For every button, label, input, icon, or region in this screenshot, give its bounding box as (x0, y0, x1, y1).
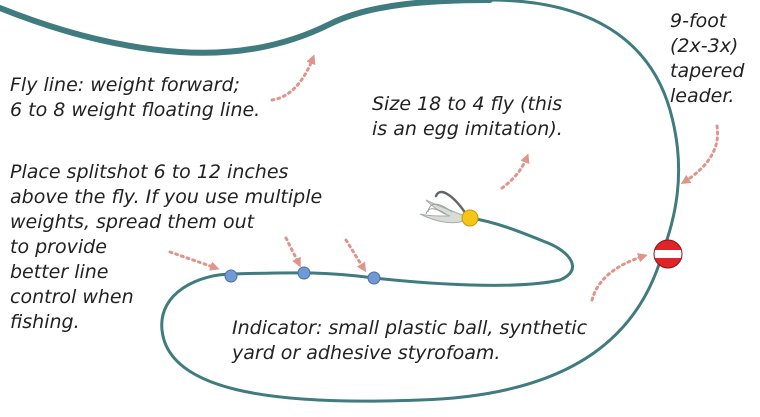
indicator-label-line: yard or adhesive styrofoam. (232, 342, 501, 364)
leader-line (160, 0, 681, 403)
splitshot-2 (297, 266, 311, 280)
indicator-label: Indicator: small plastic ball, synthetic… (232, 316, 587, 366)
arrow-to-splitshot-2 (284, 236, 301, 268)
egg-fly (419, 190, 479, 227)
splitshot-label: Place splitshot 6 to 12 inches above the… (10, 160, 322, 335)
splitshot-3 (367, 271, 381, 285)
arrow-to-fly (500, 153, 530, 190)
fly-line-label-line: 6 to 8 weight floating line. (10, 99, 261, 121)
fly-line-label-line: Fly line: weight forward; (10, 74, 240, 96)
strike-indicator (653, 239, 683, 269)
leader-label-line: leader. (670, 85, 735, 107)
splitshot-label-line: weights, spread them out (10, 211, 255, 233)
fly-label: Size 18 to 4 fly (this is an egg imitati… (372, 92, 563, 142)
indicator-label-line: Indicator: small plastic ball, synthetic (232, 317, 588, 339)
arrow-to-fly-line (270, 54, 316, 102)
arrow-to-splitshot-3 (344, 238, 367, 273)
arrow-to-indicator (590, 253, 648, 302)
fly-label-line: is an egg imitation). (372, 118, 563, 140)
leader-label-line: (2x-3x) (670, 35, 739, 57)
fly-line (0, 0, 493, 56)
fly-hook (434, 190, 468, 216)
leader-label: 9-foot (2x-3x) tapered leader. (670, 9, 744, 109)
arrow-to-splitshot-1 (168, 250, 220, 271)
splitshot-label-line: above the fly. If you use multiple (10, 186, 323, 208)
leader-label-line: 9-foot (670, 10, 727, 32)
splitshot-1 (224, 269, 238, 283)
splitshot-label-line: to provide (10, 236, 107, 258)
splitshot-label-line: better line (10, 261, 109, 283)
leader-label-line: tapered (670, 60, 745, 82)
splitshot-label-line: Place splitshot 6 to 12 inches (10, 161, 289, 183)
fly-line-label: Fly line: weight forward; 6 to 8 weight … (10, 73, 260, 123)
fly-label-line: Size 18 to 4 fly (this (372, 93, 563, 115)
splitshot-label-line: control when (10, 286, 134, 308)
arrow-to-leader (680, 124, 720, 185)
splitshot-label-line: fishing. (10, 311, 80, 333)
